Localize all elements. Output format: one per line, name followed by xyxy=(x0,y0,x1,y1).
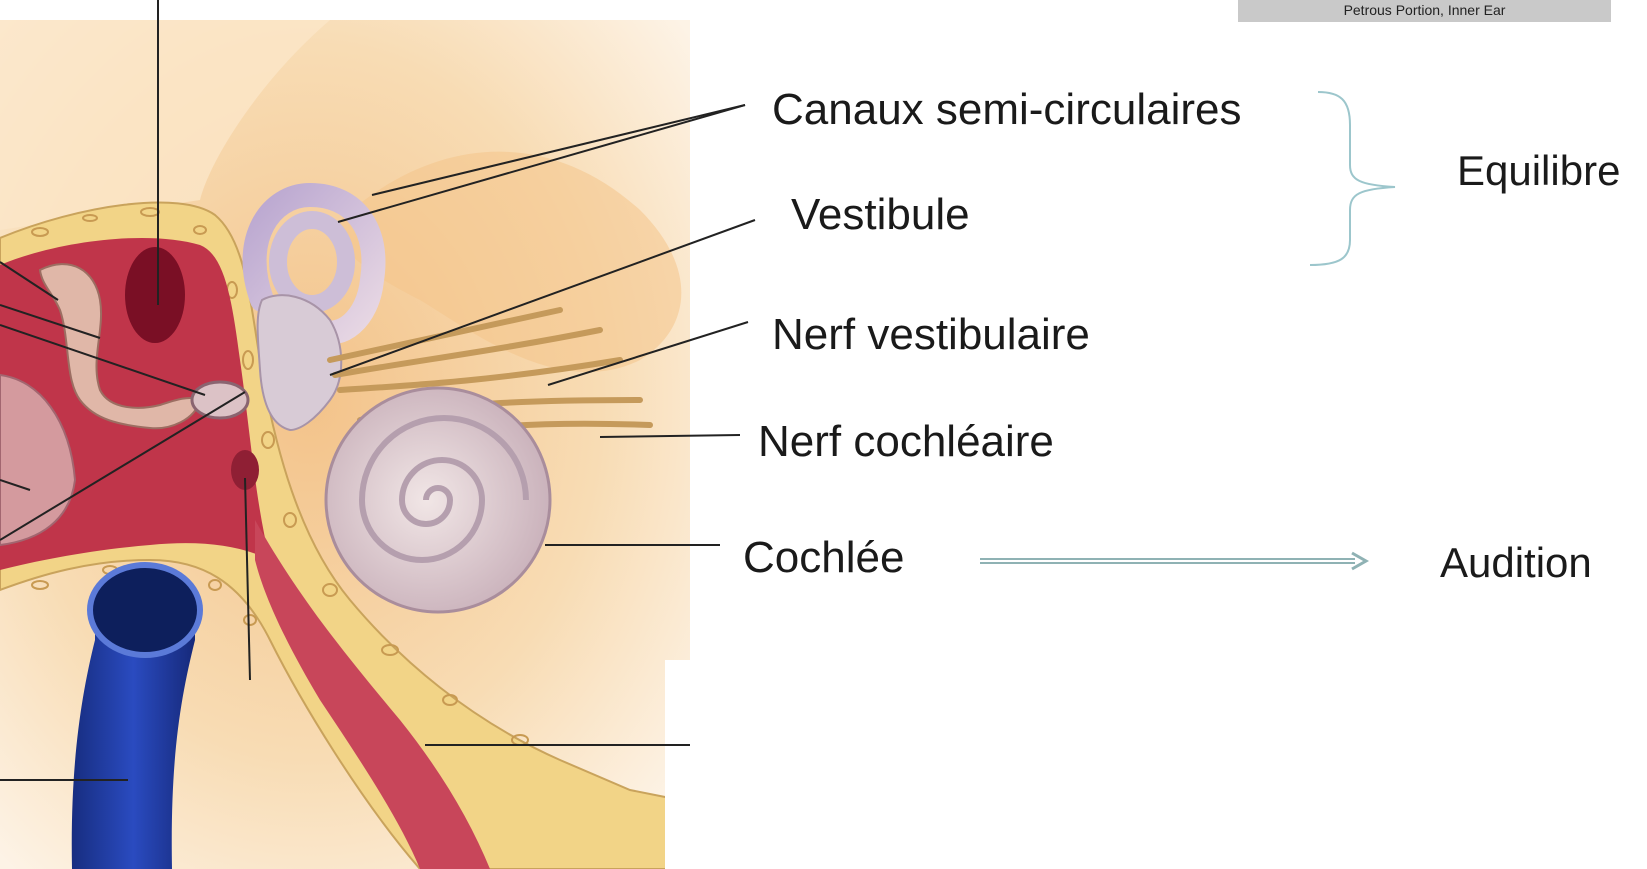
label-nerf-vestibulaire: Nerf vestibulaire xyxy=(772,313,1090,357)
label-equilibre: Equilibre xyxy=(1457,150,1620,192)
image-corner-mask xyxy=(665,660,705,869)
label-nerf-cochleaire: Nerf cochléaire xyxy=(758,420,1054,464)
stapes xyxy=(192,382,248,418)
label-canaux-semi-circulaires: Canaux semi-circulaires xyxy=(772,88,1241,132)
jugular-vein-lumen xyxy=(90,565,200,655)
tympanic-opening xyxy=(125,247,185,343)
label-cochlee: Cochlée xyxy=(743,536,904,580)
label-audition: Audition xyxy=(1440,542,1592,584)
label-vestibule: Vestibule xyxy=(791,193,970,237)
source-caption: Petrous Portion, Inner Ear xyxy=(1238,0,1611,22)
